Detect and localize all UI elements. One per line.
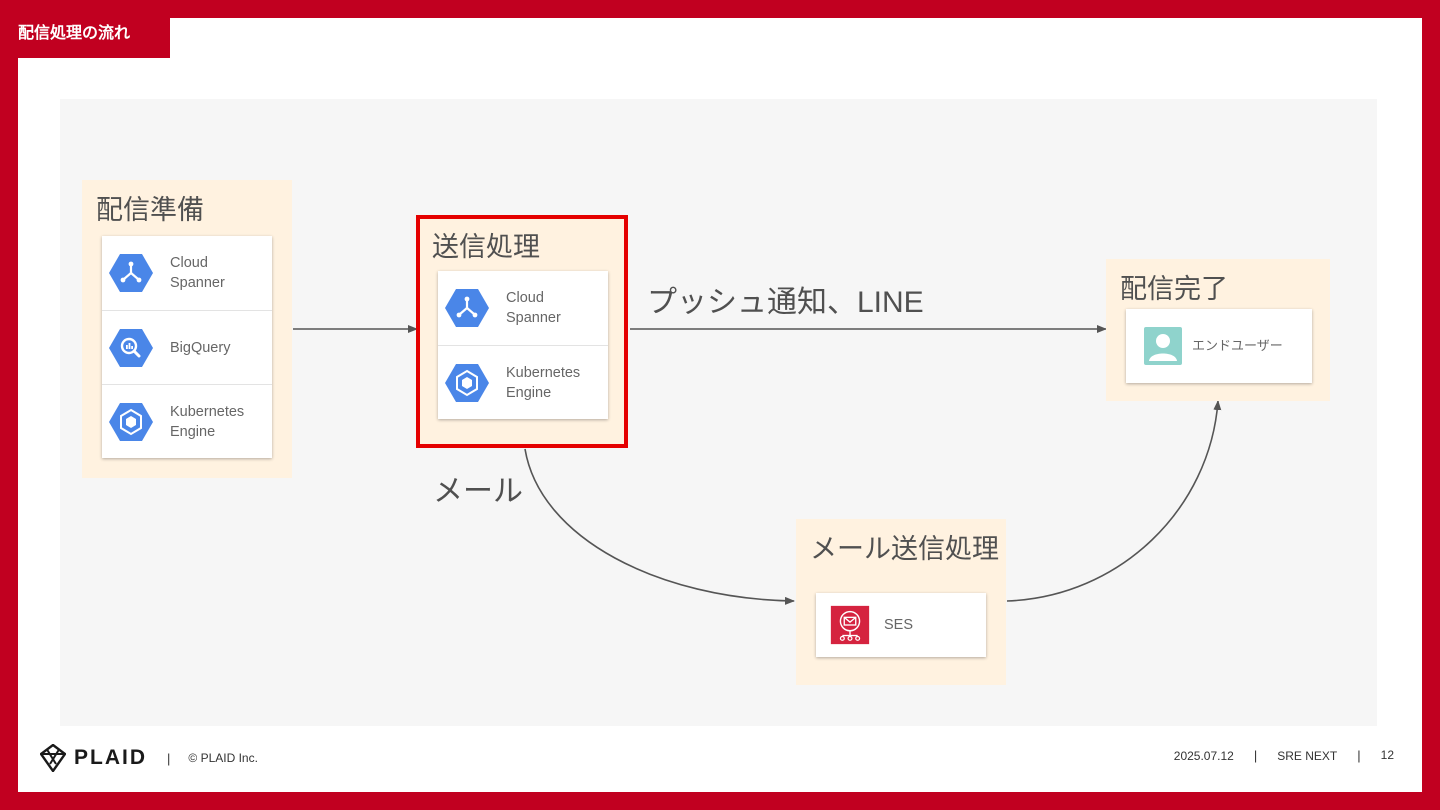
service-label: エンドユーザー: [1192, 338, 1283, 353]
group-mail-card: SES: [816, 593, 986, 657]
group-done: 配信完了 エンドユーザー: [1106, 259, 1330, 401]
slide: 配信処理の流れ 配信準備: [18, 18, 1422, 792]
footer-separator: |: [167, 750, 171, 766]
footer-left: PLAID | © PLAID Inc.: [40, 742, 258, 774]
cloud-spanner-icon: [109, 254, 153, 292]
footer-event: SRE NEXT: [1277, 748, 1338, 763]
service-label: SES: [884, 617, 914, 633]
kubernetes-engine-icon: [445, 364, 489, 402]
edge-mail-to-done: [1006, 400, 1222, 602]
bigquery-icon: [109, 329, 153, 367]
highlight-box: [416, 215, 628, 448]
footer-separator: |: [1253, 748, 1258, 763]
service-row: エンドユーザー: [1126, 309, 1312, 383]
plaid-logo-text: PLAID: [74, 746, 147, 769]
ses-icon: [830, 605, 870, 645]
footer-date: 2025.07.12: [1173, 748, 1234, 763]
edge-send-to-mail: [524, 448, 795, 605]
end-user-icon: [1144, 327, 1182, 365]
group-done-title: 配信完了: [1120, 274, 1228, 304]
group-mail: メール送信処理 SES: [796, 519, 1006, 685]
page-title: 配信処理の流れ: [18, 25, 131, 42]
plaid-logo-icon: [40, 744, 66, 772]
edges: [293, 325, 1222, 605]
copyright: © PLAID Inc.: [188, 751, 258, 765]
kubernetes-engine-icon: [109, 403, 153, 441]
title-tab: 配信処理の流れ: [18, 18, 170, 58]
cloud-spanner-icon: [445, 289, 489, 327]
page-number: 12: [1380, 747, 1394, 762]
group-mail-title: メール送信処理: [810, 534, 999, 564]
service-row: BigQuery: [102, 310, 272, 384]
edge-label-push: プッシュ通知、LINE: [647, 286, 924, 319]
service-label: BigQuery: [170, 340, 231, 356]
group-done-card: エンドユーザー: [1126, 309, 1312, 383]
footer-separator: |: [1357, 748, 1361, 763]
group-send-title: 送信処理: [432, 232, 540, 262]
group-prep-title: 配信準備: [96, 195, 204, 225]
service-row: SES: [816, 593, 986, 657]
footer-right: 2025.07.12 | SRE NEXT | 12: [1173, 747, 1394, 764]
edge-label-mail: メール: [433, 475, 523, 508]
